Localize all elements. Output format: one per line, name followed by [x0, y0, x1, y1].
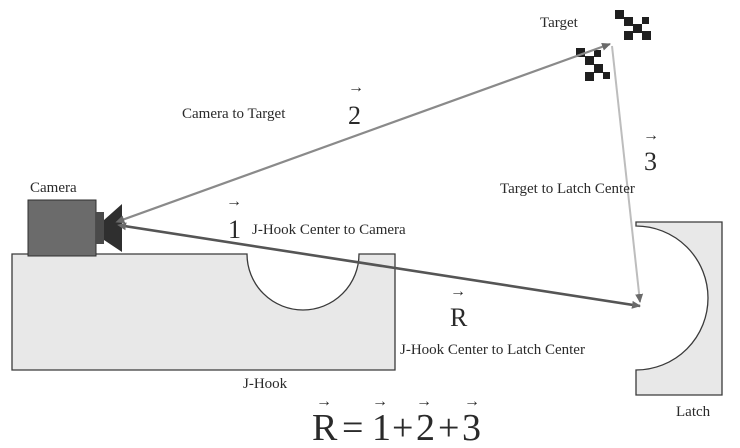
jhook-to-camera-label: J-Hook Center to Camera [252, 222, 406, 238]
camera-body [27, 199, 97, 257]
eq-2-arrow: → [416, 393, 432, 410]
target-icon [615, 10, 651, 40]
jhook-to-latch-label: J-Hook Center to Latch Center [400, 342, 585, 358]
eq-3-arrow: → [464, 393, 480, 410]
vector-r-line [117, 222, 641, 309]
vector-r-symbol: R [450, 303, 468, 332]
camera-lens [104, 204, 122, 252]
target-marker-icon [576, 48, 610, 81]
eq-r: R [312, 407, 338, 448]
eq-3: 3 [462, 407, 481, 448]
eq-equals: = [342, 407, 363, 448]
vector-3-symbol: 3 [644, 147, 657, 176]
vector-r-arrow: → [450, 283, 466, 300]
latch-block [635, 221, 723, 396]
target-label: Target [540, 15, 579, 31]
vector-3-line [611, 45, 644, 303]
eq-plus-1: + [392, 407, 413, 448]
eq-plus-2: + [438, 407, 459, 448]
eq-1: 1 [372, 407, 391, 448]
eq-1-arrow: → [372, 393, 388, 410]
camera-mount [96, 212, 104, 244]
vector-2-arrow: → [348, 79, 364, 96]
camera-label: Camera [30, 180, 77, 196]
camera-to-target-label: Camera to Target [182, 106, 286, 122]
vector-2-symbol: 2 [348, 101, 361, 130]
vector-1-arrow: → [226, 193, 242, 210]
vector-3-arrow: → [643, 127, 659, 144]
jhook-label: J-Hook [243, 376, 288, 392]
vector-equation: → R = → 1 + → 2 + → 3 [312, 393, 481, 448]
eq-2: 2 [416, 407, 435, 448]
jhook-block [11, 253, 396, 371]
eq-r-arrow: → [316, 393, 332, 410]
target-to-latch-label: Target to Latch Center [500, 181, 635, 197]
vector-1-symbol: 1 [228, 215, 241, 244]
vector-2-line [115, 42, 611, 224]
latch-label: Latch [676, 404, 711, 420]
